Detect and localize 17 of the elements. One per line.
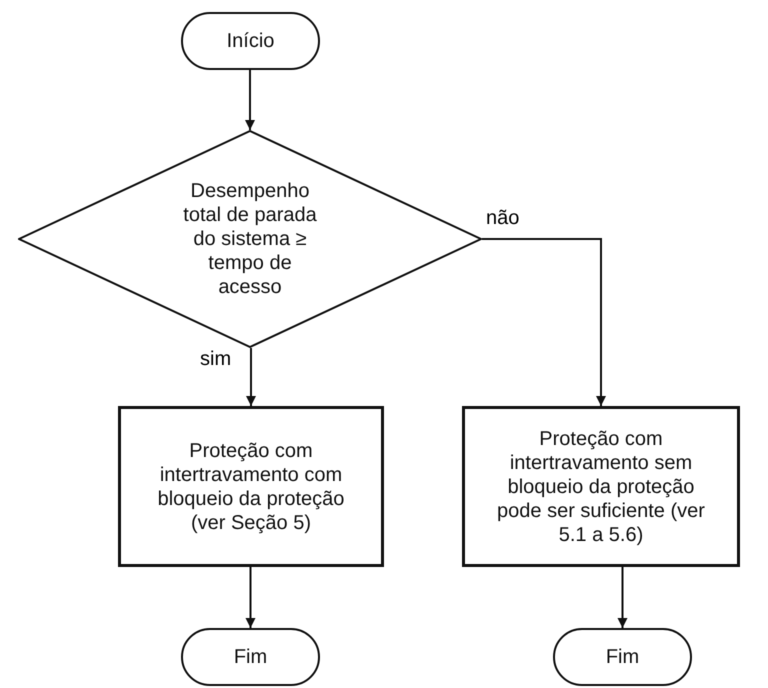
node-text: Proteção com intertravamento com bloqueio da proteção (ver Seção 5) [156, 438, 346, 534]
terminal-shape [181, 12, 320, 70]
decision-diamond [18, 130, 482, 348]
arrow [618, 567, 628, 628]
terminal-shape [181, 628, 320, 686]
terminal-shape [553, 628, 692, 686]
node-text: Fim [606, 645, 640, 669]
arrow [482, 238, 606, 406]
arrow [246, 348, 256, 406]
node-text: Fim [234, 645, 268, 669]
node-text: Início [226, 29, 274, 53]
arrow [246, 567, 256, 628]
process-box [118, 406, 384, 567]
arrow [245, 70, 255, 130]
node-text: Desempenho total de parada do sistema ≥ tempo de acesso [182, 179, 318, 299]
node-text: Proteção com intertravamento sem bloqueio da proteção pode ser suficiente (ver 5.1 a 5.6) [496, 426, 706, 546]
process-box [462, 406, 740, 567]
